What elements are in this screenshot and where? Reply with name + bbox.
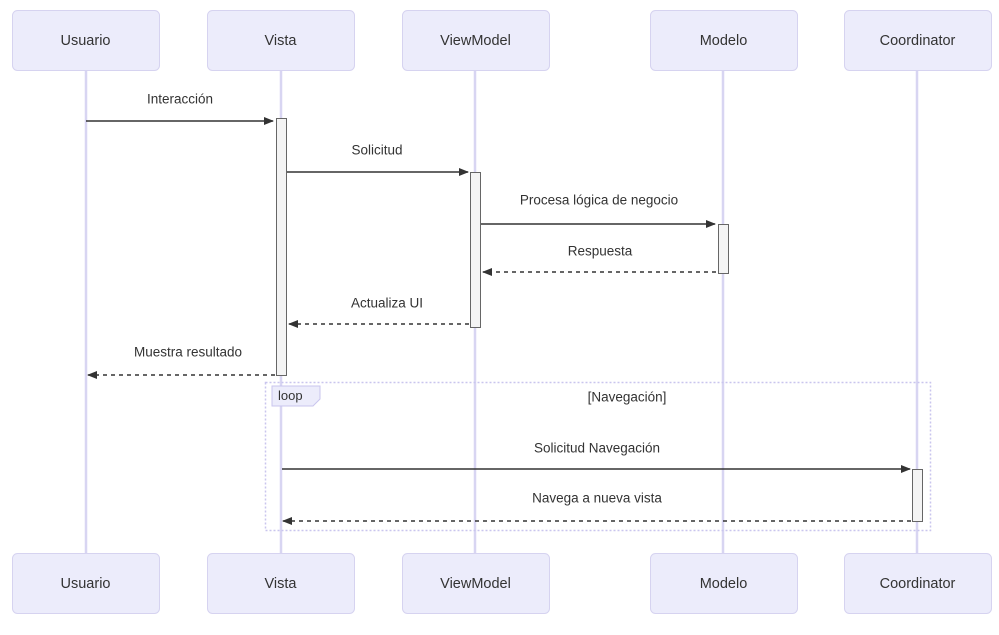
actor-box-top-vista[interactable] [207,10,355,71]
actor-box-bottom-modelo[interactable] [650,553,798,614]
message-label-m8: Navega a nueva vista [532,491,662,506]
actor-box-bottom-coordinator[interactable] [844,553,992,614]
message-label-m2: Solicitud [351,143,402,158]
actor-label-top-coordinator: Coordinator [880,33,956,49]
fragment-box-loop-navegacion [264,381,932,532]
lifelines-group [84,70,919,553]
activation-bar-viewmodel [470,172,481,328]
actor-box-top-modelo[interactable] [650,10,798,71]
message-label-m5: Actualiza UI [351,296,423,311]
actor-label-top-vista: Vista [265,33,298,49]
fragments-group: loop [Navegación] [264,381,932,532]
fragment-tag-loop-navegacion [271,385,321,407]
actor-box-bottom-usuario[interactable] [12,553,160,614]
footer-actors-group: Usuario Vista ViewModel Modelo Coordinator [12,553,992,614]
header-actors-group: Usuario Vista ViewModel Modelo Coordinator [12,10,992,71]
message-label-m4: Respuesta [568,244,633,259]
actor-box-top-coordinator[interactable] [844,10,992,71]
actor-label-bottom-vista: Vista [265,576,298,592]
actor-label-top-modelo: Modelo [700,33,748,49]
activation-bar-vista [276,118,287,376]
activations-group [276,118,923,522]
activation-bar-modelo [718,224,729,274]
message-label-m3: Procesa lógica de negocio [520,193,678,208]
fragment-tag-label-loop-navegacion: loop [278,388,303,403]
activation-bar-coordinator [912,469,923,522]
actor-box-bottom-vista[interactable] [207,553,355,614]
message-label-m1: Interacción [147,92,213,107]
actor-label-top-viewmodel: ViewModel [440,33,511,49]
actor-label-bottom-usuario: Usuario [61,576,111,592]
message-label-m7: Solicitud Navegación [534,441,660,456]
actor-box-top-viewmodel[interactable] [402,10,550,71]
actor-label-bottom-modelo: Modelo [700,576,748,592]
actor-label-top-usuario: Usuario [61,33,111,49]
message-label-m6: Muestra resultado [134,345,242,360]
fragment-condition-loop-navegacion: [Navegación] [588,390,667,405]
actor-box-top-usuario[interactable] [12,10,160,71]
actor-box-bottom-viewmodel[interactable] [402,553,550,614]
actor-label-bottom-viewmodel: ViewModel [440,576,511,592]
actor-label-bottom-coordinator: Coordinator [880,576,956,592]
